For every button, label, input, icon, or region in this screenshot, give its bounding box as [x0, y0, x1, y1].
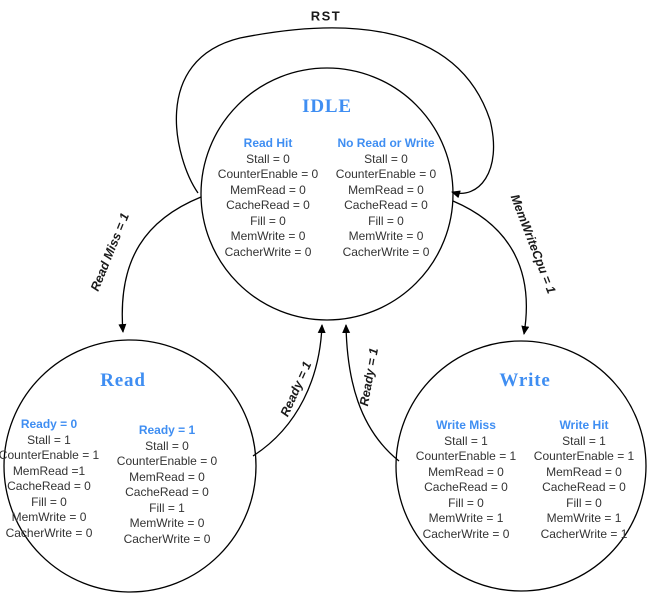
condition-header: Read Hit [243, 136, 293, 150]
signal-line: Fill = 0 [31, 494, 67, 509]
signal-line: MemRead =1 [12, 463, 86, 478]
signal-line: CacherWrite = 1 [540, 526, 628, 541]
signal-line: CacheRead = 0 [424, 480, 508, 494]
signal-line: CacheRead = 0 [226, 198, 310, 212]
signal-line: CacheRead = 0 [344, 198, 428, 212]
signal-line: CounterEnable = 0 [217, 167, 319, 181]
state-circle-write [395, 340, 647, 592]
signal-line: MemWrite = 1 [546, 511, 622, 525]
signal-line: CounterEnable = 0 [335, 167, 437, 181]
signal-line: CounterEnable = 1 [415, 449, 517, 463]
signal-line: MemRead = 0 [348, 182, 424, 197]
signal-line: Stall = 0 [145, 438, 189, 453]
condition-header: Write Hit [559, 418, 609, 432]
signal-line: CacherWrite = 0 [224, 244, 312, 259]
signal-line: MemWrite = 1 [428, 511, 504, 525]
signal-line: CacheRead = 0 [125, 485, 209, 499]
signal-line: Fill = 0 [368, 213, 404, 228]
signal-line: Stall = 0 [246, 151, 290, 166]
transition-arrow-rst-self-loop [175, 27, 495, 199]
signal-line: Stall = 0 [364, 151, 408, 166]
signal-line: Stall = 1 [444, 433, 488, 448]
signal-line: CounterEnable = 0 [116, 454, 218, 468]
signal-line: CounterEnable = 1 [533, 449, 635, 463]
transition-arrow-write-to-idle [342, 324, 400, 462]
transition-arrow-read-to-idle [252, 324, 326, 457]
signal-line: MemRead = 0 [230, 182, 306, 197]
signal-line: MemRead = 0 [129, 469, 205, 484]
transition-arrow-idle-to-write [452, 200, 530, 335]
signal-line: MemRead = 0 [546, 464, 622, 479]
signal-line: CacheRead = 0 [7, 479, 91, 493]
signal-line: CacherWrite = 0 [5, 525, 93, 540]
signal-line: MemWrite = 0 [230, 229, 306, 243]
state-title-write: Write [499, 370, 551, 391]
condition-header: Ready = 0 [20, 417, 78, 431]
state-title-read: Read [100, 370, 146, 391]
signal-line: MemRead = 0 [428, 464, 504, 479]
signal-line: Fill = 0 [448, 495, 484, 510]
signal-line: MemWrite = 0 [11, 510, 87, 524]
signal-line: Stall = 1 [27, 432, 71, 447]
signal-line: CacherWrite = 0 [342, 244, 430, 259]
signal-line: CacherWrite = 0 [422, 526, 510, 541]
transition-label-rst: RST [310, 8, 342, 24]
condition-header: No Read or Write [337, 136, 435, 150]
state-title-idle: IDLE [302, 96, 352, 117]
signal-line: MemWrite = 0 [129, 516, 205, 530]
signal-line: MemWrite = 0 [348, 229, 424, 243]
signal-line: Fill = 0 [566, 495, 602, 510]
condition-header: Ready = 1 [138, 423, 196, 437]
signal-line: Fill = 1 [149, 500, 185, 515]
state-circle-read [3, 339, 257, 593]
condition-header: Write Miss [436, 418, 496, 432]
transition-arrow-idle-to-read [118, 196, 202, 333]
signal-line: CacheRead = 0 [542, 480, 626, 494]
signal-line: Stall = 1 [562, 433, 606, 448]
signal-line: Fill = 0 [250, 213, 286, 228]
signal-line: CacherWrite = 0 [123, 531, 211, 546]
signal-line: CounterEnable = 1 [0, 448, 100, 462]
